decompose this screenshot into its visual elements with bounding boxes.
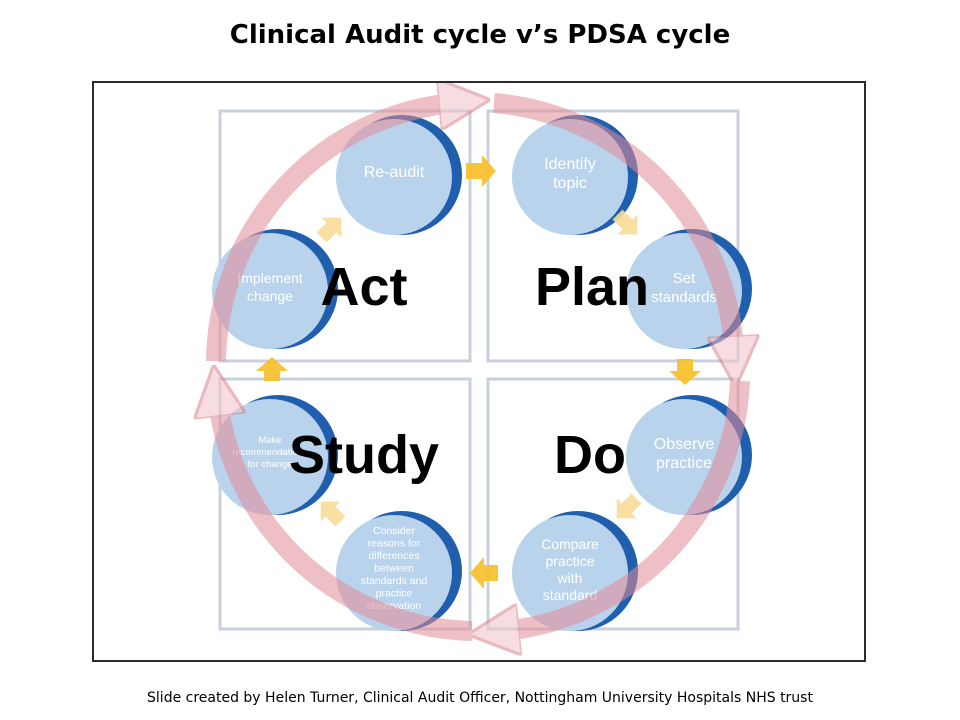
ring-arrow-study-to-act xyxy=(218,401,473,641)
do-label: Do xyxy=(554,425,626,485)
study-label: Study xyxy=(289,425,439,485)
arrow-consider-to-make xyxy=(320,501,346,527)
arrow-reaudit-to-identify xyxy=(466,155,496,187)
slide-footer-credit: Slide created by Helen Turner, Clinical … xyxy=(147,690,813,706)
arrow-compare-to-consider xyxy=(470,557,498,589)
step-re-audit: Re-audit xyxy=(336,115,462,235)
pdsa-labels: Act Plan Study Do xyxy=(289,257,649,485)
slide-title: Clinical Audit cycle v’s PDSA cycle xyxy=(229,20,731,50)
arrow-set-to-observe xyxy=(669,359,701,385)
ring-arrow-do-to-study xyxy=(504,380,750,631)
arrow-implement-to-reaudit xyxy=(316,217,342,243)
plan-label: Plan xyxy=(535,257,649,317)
arrow-make-to-implement xyxy=(256,357,288,381)
pdsa-ring xyxy=(216,103,740,631)
act-label: Act xyxy=(320,257,407,317)
arrow-identify-to-set xyxy=(612,209,638,235)
ring-arrow-act-to-plan xyxy=(206,103,454,362)
ring-arrow-plan-to-do xyxy=(493,93,734,351)
step-connector-arrows xyxy=(256,155,701,589)
arrow-observe-to-compare xyxy=(616,493,642,519)
step-re-audit-label: Re-audit xyxy=(364,164,425,181)
